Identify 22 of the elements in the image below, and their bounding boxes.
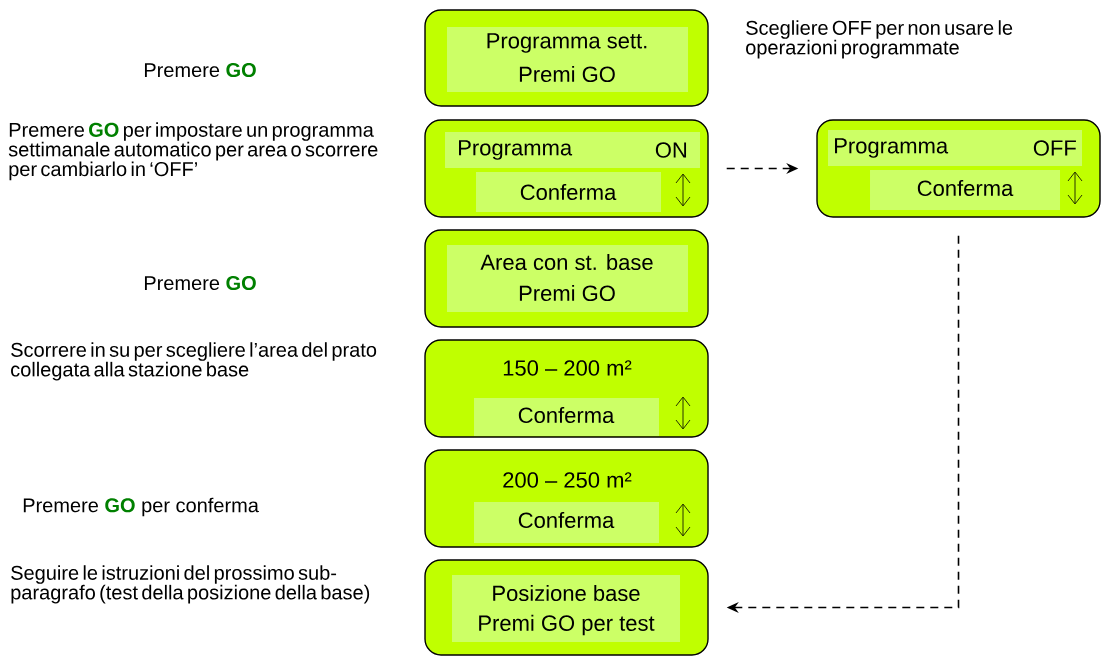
node-label: OFF — [1033, 140, 1076, 156]
display-panel: Programma ON — [445, 132, 700, 168]
display-panel: Conferma — [870, 170, 1060, 210]
instruction-text: Premere GO — [144, 62, 256, 78]
instruction-text: Seguire le istruzioni del prossimo sub-paragrafo (test della posizione della base) — [11, 565, 370, 604]
display-text: 150 – 200 m² — [503, 360, 632, 376]
instruction-text: Premere GO per impostare un programma settimanale automatico per area o scorrere per cambiarlo in ‘OFF’ — [8, 122, 378, 181]
instruction-text: Scegliere OFF per non usare le operazioni programmate — [746, 20, 1013, 59]
display-panel: Conferma — [474, 398, 659, 436]
display-panel: Conferma — [476, 172, 661, 212]
display-panel: Programma OFF — [828, 130, 1082, 166]
display-text: 200 – 250 m² — [503, 472, 632, 488]
node-label: ON — [655, 142, 687, 158]
node-label: Programma — [835, 138, 949, 158]
instruction-text: Premere GO per conferma — [23, 497, 259, 517]
display-panel: Programma sett. Premi GO — [447, 27, 688, 92]
node-label: Programma — [459, 140, 573, 160]
instruction-text: Premere GO — [144, 275, 256, 291]
display-panel: Area con st. base Premi GO — [447, 245, 688, 312]
display-panel: Conferma — [474, 502, 659, 543]
instruction-text: Scorrere in su per scegliere l’area del prato collegata alla stazione base — [11, 342, 377, 381]
display-panel: Posizione base Premi GO per test — [452, 575, 680, 642]
